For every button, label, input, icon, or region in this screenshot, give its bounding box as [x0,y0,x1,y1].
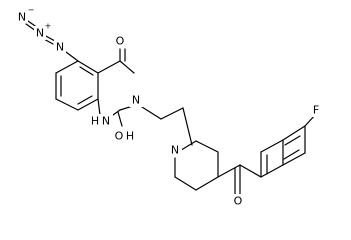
bond-aryl-3 [282,125,306,141]
ketone-o-label: O [234,195,243,208]
atom-labels: N − N + N O N H N O H N O F [16,6,322,208]
bond-pip-c2-c3 [195,140,219,153]
carbonyl-bottom-o-label: O [115,130,124,143]
azide-plus-charge: + [45,22,52,31]
bond-azide-to-ring [65,51,79,62]
bond-benzene-6 [55,60,79,74]
azide-n3-label: N [56,41,64,54]
azide-n1-label: N [18,11,26,24]
bond-c2-o [117,111,123,127]
azide-minus-charge: − [28,6,35,15]
bond-pyrimidine-c4a-c4 [97,60,121,74]
bond-ch2-ch2 [160,107,184,120]
bond-pyrimidine-c4-n3 [119,60,135,74]
azide-n2-label: N [36,27,44,40]
bond-aryl-inner-2 [284,135,301,146]
bond-pip-c4-c5 [195,176,219,191]
carbonyl-top-o-label: O [116,35,125,48]
fluorine-label: F [313,104,319,117]
bond-aryl-1 [260,164,284,178]
bond-benzene-4 [55,98,79,111]
bond-aryl-6 [260,139,284,153]
bond-n3-ch2 [141,106,162,120]
ring-n3-label: N [132,94,140,107]
bond-pyrimidine-c8a-n1 [97,98,101,116]
ring-nh-h-label: H [91,115,99,128]
bond-pip-c5-c6 [174,176,197,191]
carbonyl-bottom-h-label: H [126,130,134,143]
bond-ch2-npip [182,107,193,146]
piperidine-n-label: N [171,144,179,157]
bonds [25,20,317,198]
bond-carbonyl-aryl [239,164,262,178]
bond-pip-c4-carbonyl [217,164,241,178]
bond-benzene-inner-2 [77,95,93,105]
bond-benzene-3 [77,98,99,111]
ring-nh-n-label: N [102,115,110,128]
chemical-structure: N − N + N O N H N O H N O F [16,5,322,208]
bond-benzene-inner-1 [79,66,94,76]
bond-aryl-inner-3 [283,149,300,160]
bond-benzene-1 [77,60,99,74]
bond-aryl-5 [282,152,306,166]
